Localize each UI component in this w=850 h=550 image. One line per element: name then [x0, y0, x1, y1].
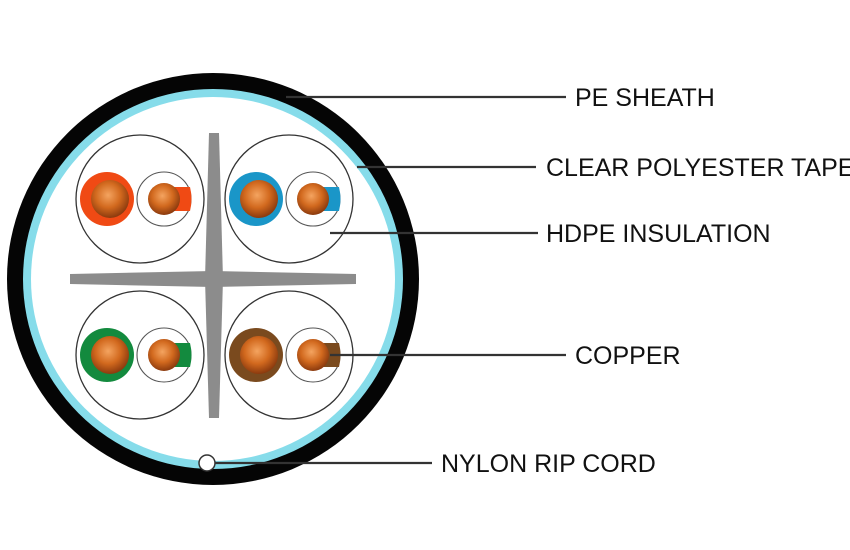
copper-conductor [148, 183, 180, 215]
copper-conductor [240, 180, 278, 218]
pair-blue [224, 134, 354, 264]
copper-conductor [297, 339, 329, 371]
pair-brown [224, 290, 354, 420]
cross-filler [70, 133, 356, 418]
twisted-pairs [75, 134, 354, 420]
copper-conductor [91, 336, 129, 374]
pair-orange [75, 134, 205, 264]
label-polyester-tape: CLEAR POLYESTER TAPE [546, 154, 850, 182]
pair-green [75, 290, 205, 420]
copper-conductor [297, 183, 329, 215]
copper-conductor [240, 336, 278, 374]
nylon-rip-cord [198, 454, 216, 472]
label-pe-sheath: PE SHEATH [575, 84, 715, 112]
label-hdpe-insulation: HDPE INSULATION [546, 220, 771, 248]
copper-conductor [148, 339, 180, 371]
label-copper: COPPER [575, 342, 681, 370]
label-rip-cord: NYLON RIP CORD [441, 450, 656, 478]
copper-conductor [91, 180, 129, 218]
